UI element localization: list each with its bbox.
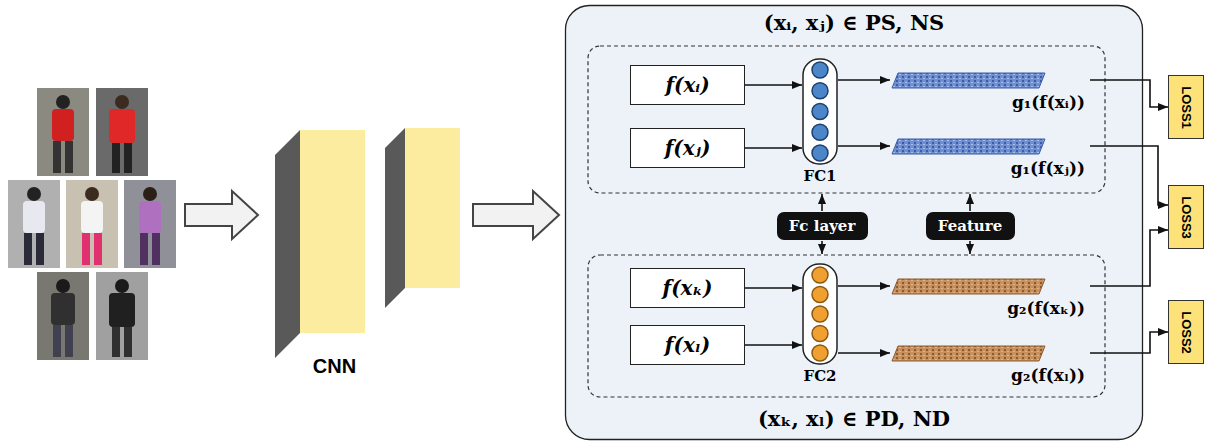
- column-outline: [803, 264, 837, 364]
- person-image: [66, 180, 118, 268]
- feature-vector-bar: [890, 278, 1050, 296]
- hollow-arrow: [473, 191, 559, 239]
- neuron: [812, 124, 828, 140]
- arrow-connector: [1090, 146, 1168, 205]
- bar-shape: [892, 139, 1045, 154]
- arrow-connector: [745, 287, 802, 289]
- dashed-group-box: [588, 255, 1105, 397]
- person-image: [37, 272, 89, 360]
- pair-set-heading: (xᵢ, xⱼ) ∈ PS, NS: [764, 10, 945, 35]
- feature-bar: g₂(f(xₖ)): [890, 278, 1090, 322]
- person-image: [96, 272, 148, 360]
- cnn-block: CNN: [272, 118, 467, 386]
- node-label: FC2: [802, 367, 838, 385]
- loss-box: LOSS1: [1168, 75, 1204, 139]
- neuron-column: [802, 58, 838, 165]
- node-label: LOSS2: [1179, 311, 1194, 354]
- bar-shape: [892, 73, 1045, 88]
- bar-shape: [892, 279, 1045, 294]
- feature-input-box: f(xₖ): [630, 268, 745, 308]
- neuron: [812, 326, 828, 342]
- arrow-connector: [838, 352, 890, 354]
- node-label: Feature: [938, 217, 1002, 235]
- arrow-connector: [838, 145, 890, 147]
- loss-box: LOSS2: [1168, 300, 1204, 364]
- neuron: [812, 345, 828, 361]
- node-label: f(xⱼ): [665, 136, 711, 160]
- arrow-connector: [745, 84, 802, 86]
- feature-bar: g₁(f(xᵢ)): [890, 72, 1090, 116]
- fc-layer-column: FC2: [802, 263, 838, 388]
- slab-side: [385, 128, 405, 308]
- pointer-arrow: [821, 241, 823, 254]
- fc-layer-column: FC1: [802, 58, 838, 188]
- column-outline: [803, 59, 837, 164]
- neuron: [812, 145, 828, 161]
- bar-shape: [892, 346, 1045, 361]
- pointer-arrow: [821, 194, 823, 211]
- neuron: [812, 104, 828, 120]
- person-image: [8, 180, 60, 268]
- cnn-slabs: [272, 118, 467, 386]
- slab-side: [275, 130, 300, 358]
- node-label: FC1: [802, 167, 838, 185]
- feature-vector-bar: [890, 345, 1050, 363]
- arrow-connector: [1090, 332, 1168, 353]
- feature-bar: g₂(f(xₗ)): [890, 345, 1090, 389]
- node-label: LOSS1: [1179, 86, 1194, 129]
- node-label: f(xᵢ): [665, 73, 709, 97]
- node-label: Fc layer: [789, 217, 856, 235]
- feature-vector-bar: [890, 138, 1050, 156]
- node-label: CNN: [272, 355, 397, 378]
- feature-vector-bar: [890, 72, 1050, 90]
- pointer-arrow: [969, 194, 971, 211]
- neuron: [812, 306, 828, 322]
- feature-input-box: f(xᵢ): [630, 65, 745, 105]
- arrow-connector: [1090, 80, 1168, 107]
- node-label: g₁(f(xᵢ)): [890, 92, 1090, 112]
- pair-panel: (xᵢ, xⱼ) ∈ PS, NS (xₖ, xₗ) ∈ PD, ND f(xᵢ) F…: [565, 5, 1143, 440]
- person-image: [124, 180, 176, 268]
- hollow-arrow: [185, 191, 258, 239]
- node-label: f(xₖ): [663, 276, 713, 300]
- neuron: [812, 62, 828, 78]
- node-label: g₂(f(xₗ)): [890, 365, 1090, 385]
- neuron: [812, 83, 828, 99]
- neuron-column: [802, 263, 838, 365]
- tag-pill: Feature: [926, 212, 1015, 240]
- person-image: [37, 88, 89, 176]
- arrow-connector: [838, 285, 890, 287]
- slab-face: [405, 128, 460, 288]
- neuron: [812, 267, 828, 283]
- node-label: LOSS3: [1179, 196, 1194, 239]
- arrow-connector: [745, 344, 802, 346]
- feature-input-box: f(xₗ): [630, 325, 745, 365]
- pair-panel-outline: [566, 6, 1143, 440]
- pair-set-heading: (xₖ, xₗ) ∈ PD, ND: [758, 406, 950, 431]
- node-label: f(xₗ): [665, 333, 710, 357]
- node-label: g₂(f(xₖ)): [890, 298, 1090, 318]
- dashed-group-box: [588, 46, 1105, 193]
- neuron: [812, 287, 828, 303]
- loss-box: LOSS3: [1168, 185, 1204, 249]
- person-image: [96, 88, 148, 176]
- slab-face: [300, 130, 365, 333]
- node-label: g₁(f(xⱼ)): [890, 158, 1090, 178]
- arrow-connector: [838, 79, 890, 81]
- arrow-connector: [745, 147, 802, 149]
- feature-bar: g₁(f(xⱼ)): [890, 138, 1090, 182]
- pointer-arrow: [969, 241, 971, 254]
- arrow-connector: [1090, 230, 1168, 286]
- tag-pill: Fc layer: [777, 212, 868, 240]
- feature-input-box: f(xⱼ): [630, 128, 745, 168]
